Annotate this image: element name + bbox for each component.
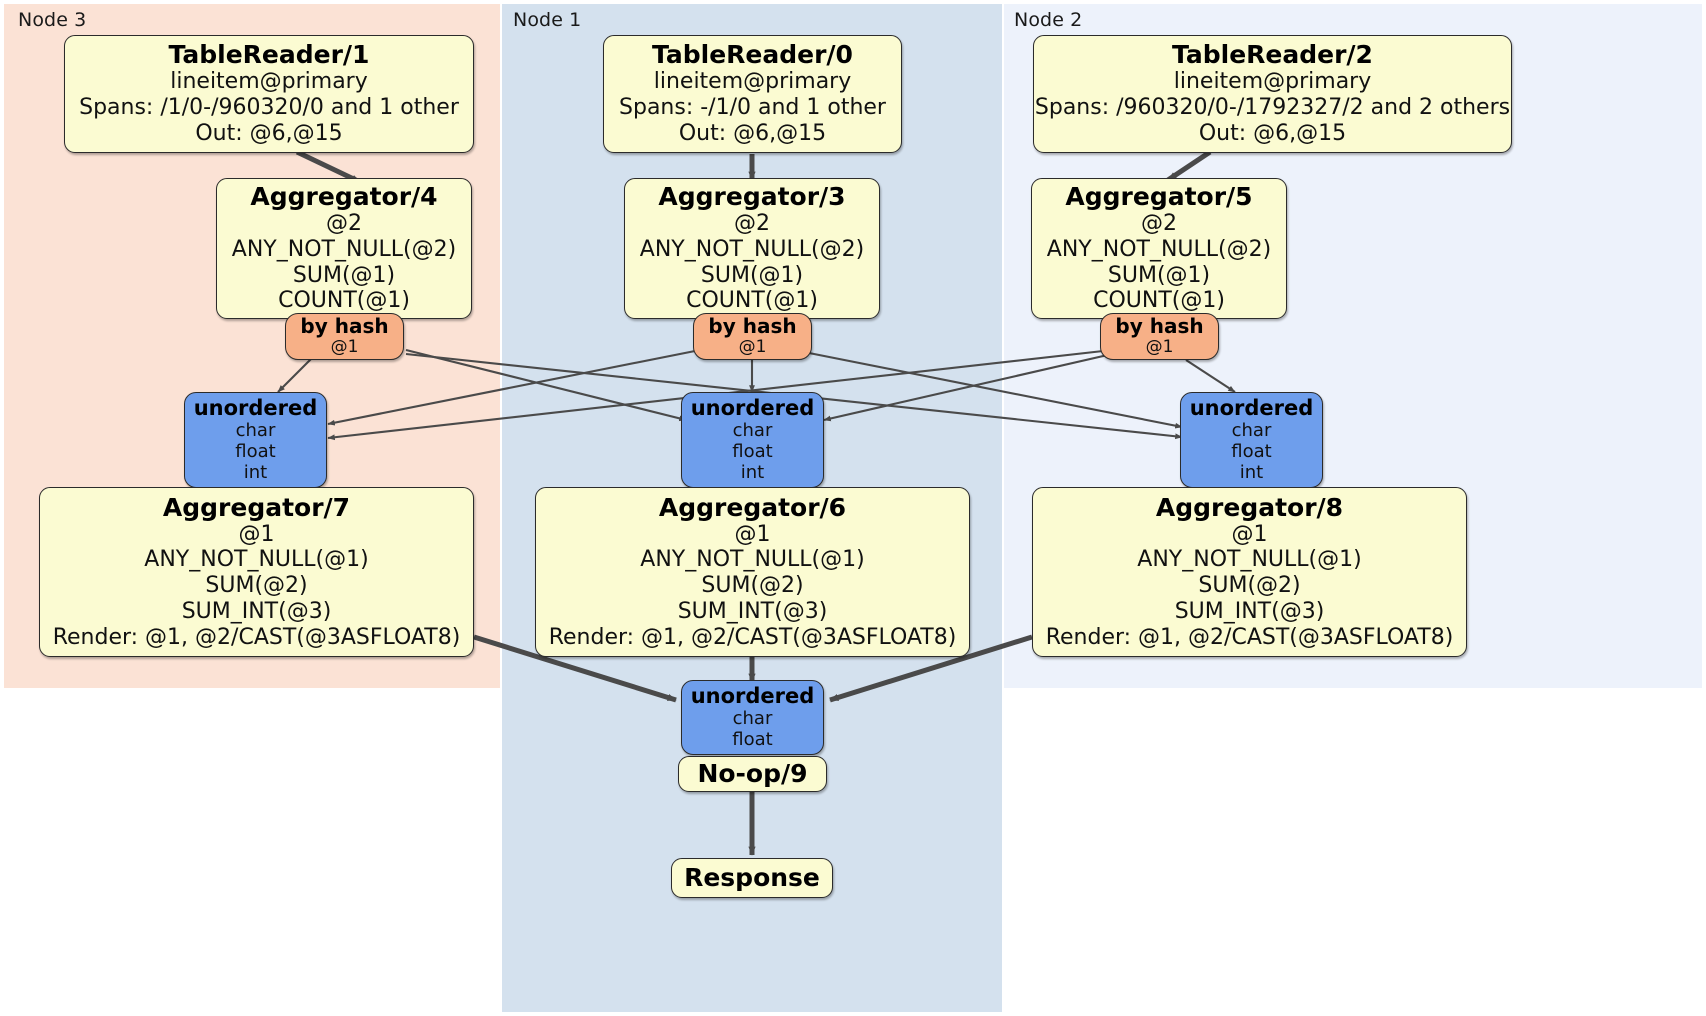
- sync-type: float: [235, 441, 276, 463]
- sync-title: unordered: [690, 395, 815, 420]
- sync-type: int: [1239, 462, 1264, 484]
- node-detail: SUM(@2): [205, 573, 308, 599]
- node-title: TableReader/2: [1172, 40, 1373, 70]
- sync-title: unordered: [690, 683, 815, 708]
- panel-node-1-label: Node 1: [513, 9, 582, 31]
- node-detail: @1: [238, 521, 275, 547]
- router-by-hash-node2[interactable]: by hash @1: [1100, 313, 1219, 360]
- node-response[interactable]: Response: [671, 858, 833, 898]
- router-detail: @1: [738, 336, 767, 357]
- node-detail: SUM(@1): [1107, 262, 1211, 288]
- node-detail: SUM(@2): [701, 573, 804, 599]
- panel-node-2-label: Node 2: [1014, 9, 1083, 31]
- node-detail: COUNT(@1): [1093, 288, 1225, 314]
- node-detail: @2: [734, 211, 770, 237]
- node-render: Render: @1, @2/CAST(@3ASFLOAT8): [52, 624, 461, 650]
- node-detail: @1: [734, 521, 771, 547]
- sync-type: float: [1231, 441, 1272, 463]
- node-detail: Spans: -/1/0 and 1 other: [619, 95, 886, 121]
- node-render: Render: @1, @2/CAST(@3ASFLOAT8): [1045, 624, 1454, 650]
- node-title: Aggregator/6: [658, 492, 847, 522]
- node-detail: Out: @6,@15: [1198, 120, 1347, 146]
- node-detail: lineitem@primary: [653, 69, 852, 95]
- node-title: TableReader/1: [168, 40, 370, 70]
- panel-node-3-label: Node 3: [18, 9, 87, 31]
- node-detail: ANY_NOT_NULL(@2): [231, 236, 457, 262]
- sync-unordered-node1[interactable]: unordered char float int: [681, 392, 824, 488]
- router-detail: @1: [330, 336, 359, 357]
- sync-unordered-node2[interactable]: unordered char float int: [1180, 392, 1323, 488]
- node-aggregator-6[interactable]: Aggregator/6 @1 ANY_NOT_NULL(@1) SUM(@2)…: [535, 487, 970, 657]
- node-title: TableReader/0: [652, 40, 853, 70]
- node-title: Response: [684, 863, 820, 892]
- node-render: Render: @1, @2/CAST(@3ASFLOAT8): [548, 624, 957, 650]
- node-title: Aggregator/5: [1065, 182, 1253, 212]
- sync-type: int: [740, 462, 765, 484]
- sync-type: char: [1231, 420, 1272, 442]
- router-detail: @1: [1145, 336, 1174, 357]
- router-by-hash-node3[interactable]: by hash @1: [285, 313, 404, 360]
- node-detail: @2: [1141, 211, 1177, 237]
- node-tablereader-1[interactable]: TableReader/1 lineitem@primary Spans: /1…: [64, 35, 474, 153]
- node-detail: Out: @6,@15: [678, 120, 827, 146]
- node-aggregator-3[interactable]: Aggregator/3 @2 ANY_NOT_NULL(@2) SUM(@1)…: [624, 178, 880, 319]
- node-detail: lineitem@primary: [170, 69, 368, 95]
- sync-unordered-final[interactable]: unordered char float: [681, 680, 824, 755]
- node-title: Aggregator/4: [250, 182, 438, 212]
- node-detail: @2: [326, 211, 362, 237]
- node-detail: COUNT(@1): [278, 288, 410, 314]
- sync-unordered-node3[interactable]: unordered char float int: [184, 392, 327, 488]
- node-detail: SUM(@1): [292, 262, 396, 288]
- node-detail: ANY_NOT_NULL(@1): [640, 547, 865, 573]
- node-detail: Spans: /960320/0-/1792327/2 and 2 others: [1034, 95, 1511, 121]
- node-detail: @1: [1231, 521, 1268, 547]
- node-detail: lineitem@primary: [1173, 69, 1372, 95]
- router-title: by hash: [1115, 314, 1204, 339]
- node-title: No-op/9: [697, 759, 808, 788]
- node-aggregator-7[interactable]: Aggregator/7 @1 ANY_NOT_NULL(@1) SUM(@2)…: [39, 487, 474, 657]
- router-title: by hash: [300, 314, 389, 339]
- node-detail: ANY_NOT_NULL(@1): [1137, 547, 1362, 573]
- node-detail: COUNT(@1): [686, 288, 818, 314]
- node-noop-9[interactable]: No-op/9: [678, 756, 827, 792]
- node-detail: Out: @6,@15: [195, 120, 343, 146]
- node-detail: SUM_INT(@3): [1174, 598, 1325, 624]
- node-tablereader-2[interactable]: TableReader/2 lineitem@primary Spans: /9…: [1033, 35, 1512, 153]
- node-detail: Spans: /1/0-/960320/0 and 1 other: [79, 95, 459, 121]
- sync-type: char: [732, 420, 773, 442]
- node-title: Aggregator/8: [1155, 492, 1344, 522]
- sync-type: int: [243, 462, 268, 484]
- node-title: Aggregator/3: [658, 182, 846, 212]
- sync-type: float: [732, 441, 773, 463]
- sync-title: unordered: [193, 395, 318, 420]
- node-aggregator-5[interactable]: Aggregator/5 @2 ANY_NOT_NULL(@2) SUM(@1)…: [1031, 178, 1287, 319]
- node-detail: ANY_NOT_NULL(@1): [144, 547, 369, 573]
- node-title: Aggregator/7: [162, 492, 351, 522]
- node-detail: SUM_INT(@3): [181, 598, 332, 624]
- sync-type: float: [732, 729, 773, 751]
- sync-type: char: [732, 708, 773, 730]
- sync-title: unordered: [1189, 395, 1314, 420]
- node-detail: ANY_NOT_NULL(@2): [1046, 236, 1272, 262]
- router-title: by hash: [708, 314, 797, 339]
- node-detail: SUM(@1): [700, 262, 804, 288]
- node-aggregator-8[interactable]: Aggregator/8 @1 ANY_NOT_NULL(@1) SUM(@2)…: [1032, 487, 1467, 657]
- node-detail: SUM(@2): [1198, 573, 1301, 599]
- node-detail: SUM_INT(@3): [677, 598, 828, 624]
- node-aggregator-4[interactable]: Aggregator/4 @2 ANY_NOT_NULL(@2) SUM(@1)…: [216, 178, 472, 319]
- router-by-hash-node1[interactable]: by hash @1: [693, 313, 812, 360]
- node-detail: ANY_NOT_NULL(@2): [639, 236, 865, 262]
- sync-type: char: [235, 420, 276, 442]
- node-tablereader-0[interactable]: TableReader/0 lineitem@primary Spans: -/…: [603, 35, 902, 153]
